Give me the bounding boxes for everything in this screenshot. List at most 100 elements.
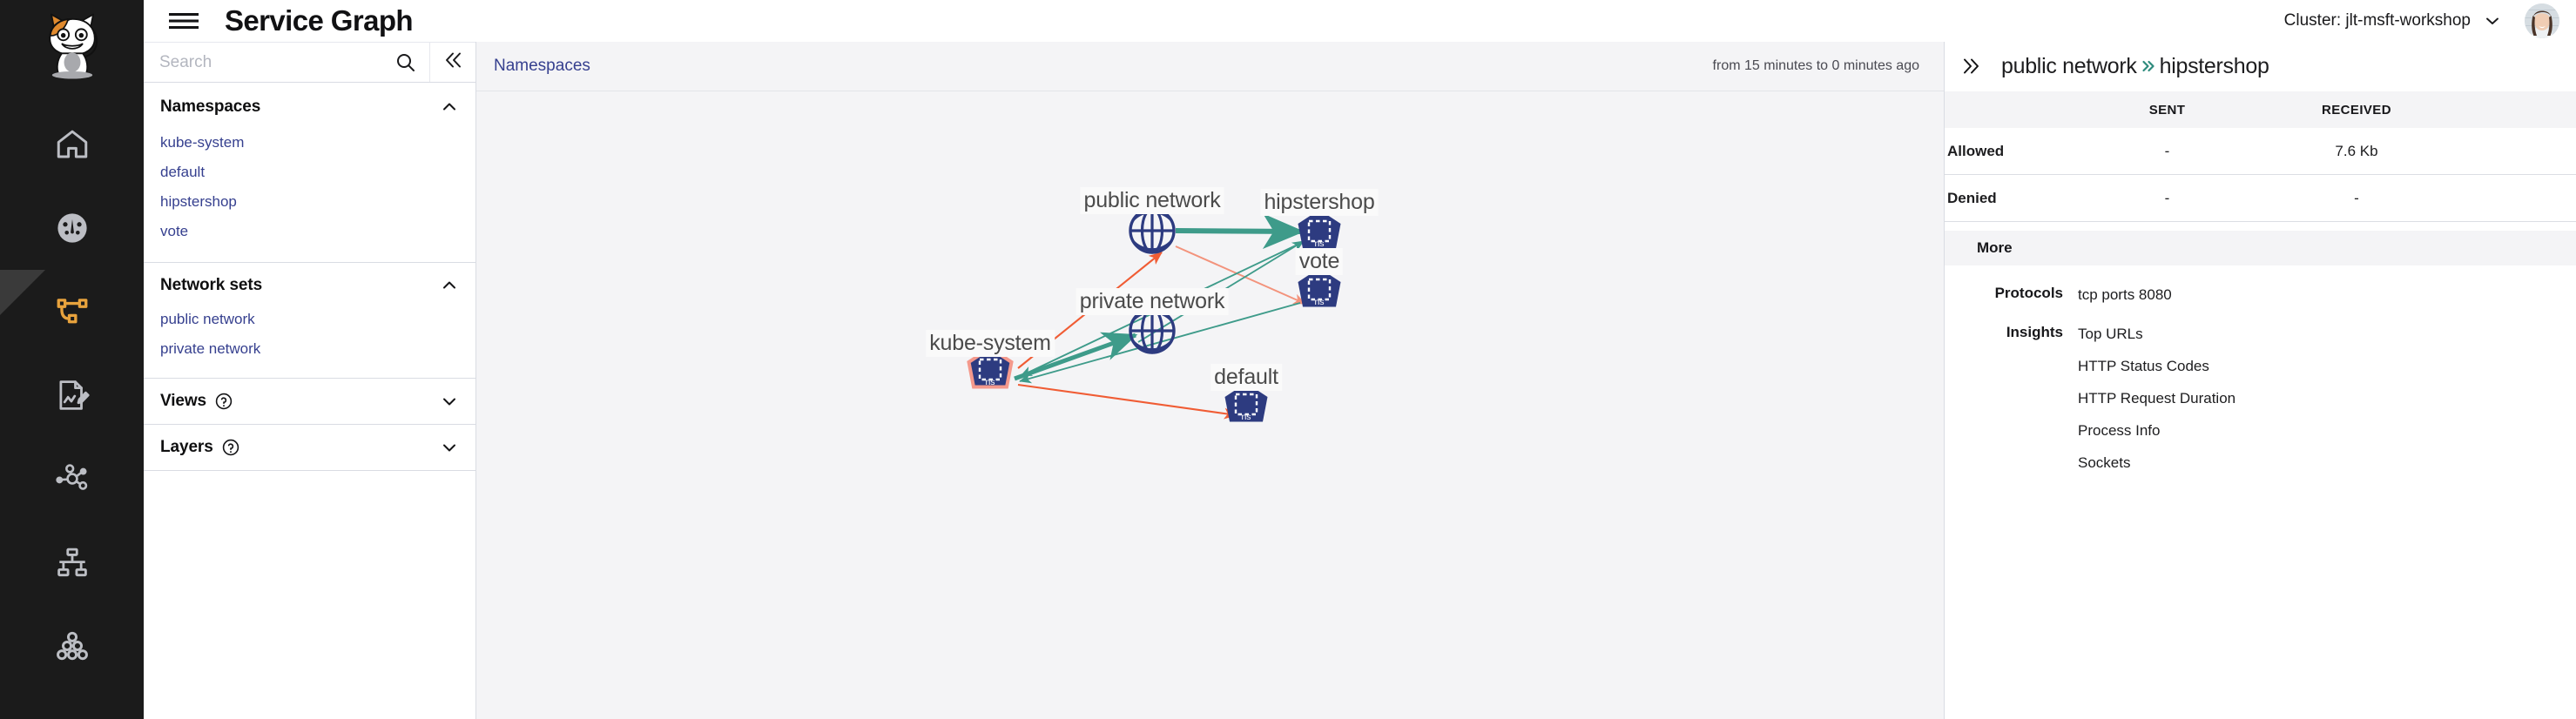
cluster-selector[interactable]: Cluster: jlt-msft-workshop: [2284, 11, 2502, 30]
cluster-selector-label: Cluster: jlt-msft-workshop: [2283, 11, 2471, 30]
namespace-item-vote[interactable]: vote: [160, 223, 189, 239]
details-row-allowed-sent: -: [2164, 142, 2170, 159]
chevron-down-icon[interactable]: [439, 437, 460, 458]
details-protocols-row: Protocols tcp ports 8080: [1945, 285, 2576, 305]
details-insights-list: Top URLs HTTP Status Codes HTTP Request …: [2078, 324, 2235, 473]
flow-direction-icon: [2138, 56, 2159, 77]
svg-text:ns: ns: [1314, 297, 1324, 307]
graph-svg: ns ns ns ns: [967, 207, 1341, 422]
section-namespaces-body: kube-system default hipstershop vote: [144, 131, 475, 262]
search-input[interactable]: [159, 52, 389, 72]
details-col-received: RECEIVED: [2322, 102, 2391, 118]
namespace-item-kube-system[interactable]: kube-system: [160, 134, 245, 151]
sidebar-item-service-graph[interactable]: [0, 270, 144, 353]
topbar-right-group: Cluster: jlt-msft-workshop: [2284, 3, 2576, 38]
chevron-double-left-icon: [442, 49, 464, 76]
sidebar-item-nodes[interactable]: [0, 437, 144, 521]
calico-cat-logo[interactable]: [35, 7, 110, 82]
graph-node-label-hipstershop: hipstershop: [1260, 189, 1379, 216]
insight-item-sockets[interactable]: Sockets: [2078, 454, 2131, 471]
home-icon: [54, 126, 91, 163]
graph-node-label-default: default: [1210, 364, 1282, 391]
section-namespaces-header[interactable]: Namespaces: [144, 83, 475, 131]
primary-nav-rail: [0, 0, 144, 719]
cluster-circles-icon: [54, 628, 91, 664]
details-header: public network hipstershop: [1945, 42, 2576, 91]
edge-kube-system-to-default[interactable]: [1017, 383, 1238, 420]
chevron-double-right-icon[interactable]: [1959, 55, 1982, 77]
section-network-sets-body: public network private network: [144, 308, 475, 378]
section-namespaces-title: Namespaces: [160, 97, 261, 116]
section-layers-header[interactable]: Layers: [144, 425, 475, 470]
collapse-panel-button[interactable]: [430, 43, 475, 82]
search-row: [144, 42, 475, 83]
sidebar-item-endpoints[interactable]: [0, 521, 144, 604]
section-network-sets: Network sets public network private netw…: [144, 263, 475, 379]
graph-node-private-network[interactable]: [1129, 307, 1176, 354]
details-row-allowed: Allowed - 7.6 Kb: [1945, 128, 2576, 175]
details-insights-key: Insights: [2006, 324, 2063, 340]
edge-public-network-to-vote[interactable]: [1175, 245, 1306, 305]
namespace-item-default[interactable]: default: [160, 164, 206, 180]
sidebar-item-clusters[interactable]: [0, 604, 144, 688]
globe-icon: [1129, 307, 1176, 354]
details-row-allowed-received: 7.6 Kb: [2335, 142, 2378, 159]
insight-item-process-info[interactable]: Process Info: [2078, 422, 2161, 439]
page-title: Service Graph: [225, 4, 414, 37]
graph-node-default[interactable]: ns: [1224, 383, 1268, 422]
edge-kube-system-to-private-network[interactable]: [1014, 332, 1138, 381]
details-more-header[interactable]: More: [1945, 231, 2576, 265]
section-views: Views: [144, 379, 475, 425]
details-row-denied-label: Denied: [1947, 189, 1997, 206]
search-icon[interactable]: [389, 51, 429, 74]
insight-item-http-request-duration[interactable]: HTTP Request Duration: [2078, 390, 2236, 407]
graph-node-label-vote: vote: [1295, 248, 1344, 275]
app-topbar: Service Graph Cluster: jlt-msft-workshop: [144, 0, 2576, 42]
network-nodes-icon: [54, 460, 91, 497]
networkset-item-public-network[interactable]: public network: [160, 311, 255, 327]
chevron-down-icon[interactable]: [439, 391, 460, 412]
help-circle-icon[interactable]: [214, 392, 233, 411]
section-network-sets-header[interactable]: Network sets: [144, 263, 475, 308]
details-protocols-key: Protocols: [1994, 285, 2063, 301]
details-title: public network hipstershop: [2001, 54, 2269, 79]
graph-node-vote[interactable]: ns: [1298, 268, 1341, 307]
insight-item-http-status-codes[interactable]: HTTP Status Codes: [2078, 358, 2209, 374]
breadcrumb[interactable]: Namespaces: [494, 57, 590, 75]
help-circle-icon[interactable]: [221, 438, 240, 457]
chevron-up-icon[interactable]: [439, 97, 460, 118]
details-source-label[interactable]: public network: [2001, 53, 2137, 78]
service-graph-icon: [54, 293, 91, 330]
details-destination-label[interactable]: hipstershop: [2159, 53, 2269, 78]
hamburger-icon[interactable]: [167, 9, 200, 33]
search-box[interactable]: [144, 43, 430, 82]
graph-node-public-network[interactable]: [1129, 207, 1176, 254]
avatar[interactable]: [2525, 3, 2559, 38]
section-views-header[interactable]: Views: [144, 379, 475, 424]
time-range-label[interactable]: from 15 minutes to 0 minutes ago: [1712, 58, 1919, 73]
policy-document-edit-icon: [54, 377, 91, 413]
svg-text:ns: ns: [985, 377, 995, 387]
left-filter-panel: Namespaces kube-system default hipstersh…: [144, 0, 476, 719]
globe-icon: [1129, 207, 1176, 254]
details-row-denied: Denied - -: [1945, 175, 2576, 222]
sidebar-item-policies[interactable]: [0, 353, 144, 437]
sidebar-item-dashboards[interactable]: [0, 186, 144, 270]
graph-node-label-public-network: public network: [1080, 187, 1224, 214]
section-namespaces: Namespaces kube-system default hipstersh…: [144, 83, 475, 263]
svg-text:ns: ns: [1314, 239, 1324, 249]
edge-public-network-to-hipstershop[interactable]: [1175, 213, 1305, 250]
graph-node-kube-system[interactable]: ns: [967, 346, 1014, 389]
chevron-down-icon: [2483, 11, 2502, 30]
sidebar-item-home[interactable]: [0, 103, 144, 186]
graph-node-hipstershop[interactable]: ns: [1298, 210, 1341, 249]
svg-text:ns: ns: [1241, 412, 1251, 422]
networkset-item-private-network[interactable]: private network: [160, 340, 261, 357]
chevron-up-icon[interactable]: [439, 275, 460, 296]
namespace-item-hipstershop[interactable]: hipstershop: [160, 193, 237, 210]
hierarchy-icon: [54, 544, 91, 581]
details-row-denied-sent: -: [2164, 189, 2170, 206]
graph-canvas[interactable]: ns ns ns ns: [476, 91, 1944, 719]
insight-item-top-urls[interactable]: Top URLs: [2078, 326, 2143, 342]
dashboard-gauge-icon: [54, 210, 91, 246]
